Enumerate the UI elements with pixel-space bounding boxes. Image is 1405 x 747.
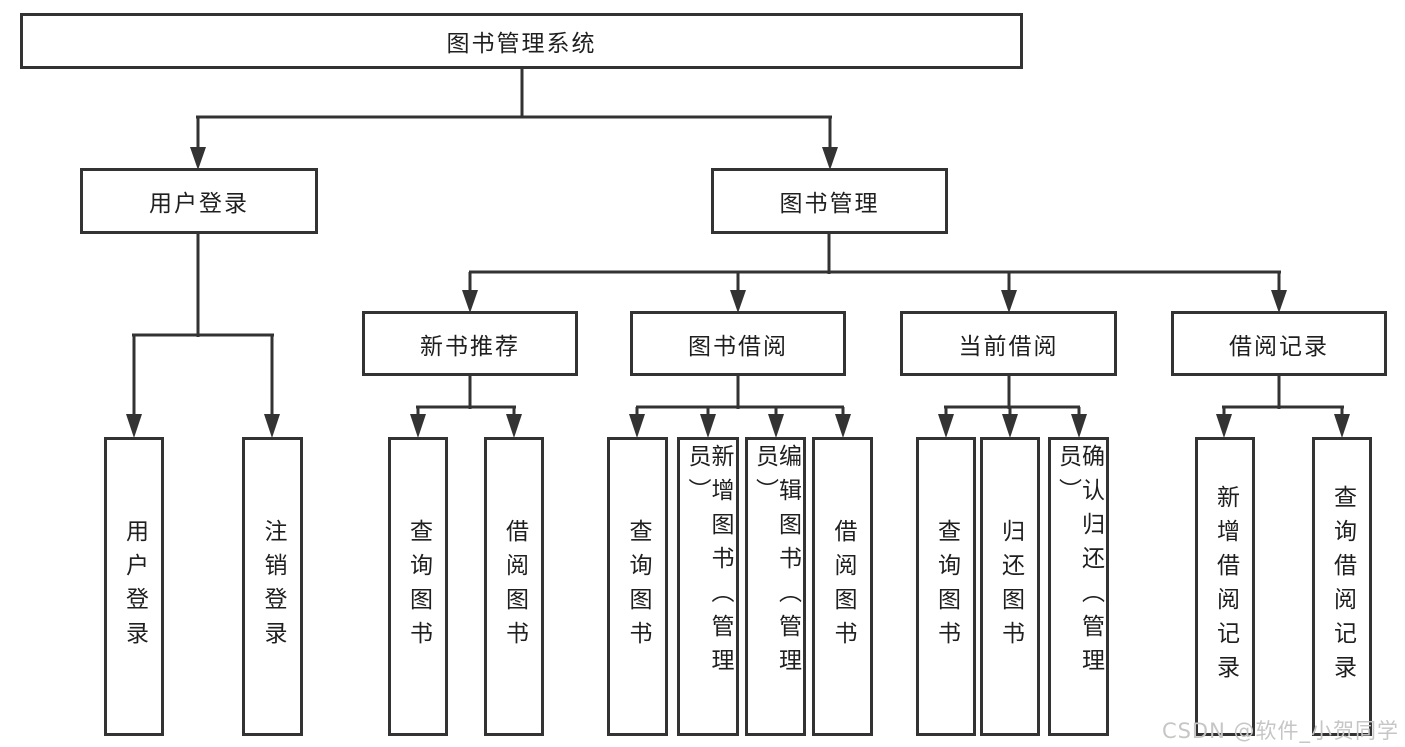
arrowhead-icon (1001, 290, 1017, 313)
node-leaf-borrowing-add-books-admin: 新增图书（管理员） (677, 437, 739, 736)
node-leaf-records-add-record: 新增借阅记录 (1195, 437, 1255, 736)
csdn-watermark: CSDN @软件_小贺同学 (1161, 719, 1399, 743)
node-root-system: 图书管理系统 (20, 13, 1023, 69)
arrowhead-icon (506, 414, 522, 438)
arrowhead-icon (1071, 414, 1087, 438)
node-leaf-recommend-borrow-books: 借阅图书 (484, 437, 544, 736)
arrowhead-icon (835, 414, 851, 438)
node-leaf-borrowing-query-books: 查询图书 (607, 437, 668, 736)
node-book-borrowing: 图书借阅 (630, 311, 846, 376)
node-leaf-records-query-record: 查询借阅记录 (1312, 437, 1372, 736)
node-leaf-logout: 注销登录 (242, 437, 303, 736)
arrowhead-icon (629, 414, 645, 438)
arrowhead-icon (410, 414, 426, 438)
arrowhead-icon (462, 290, 478, 313)
node-borrowing-records: 借阅记录 (1171, 311, 1387, 376)
arrowhead-icon (264, 414, 280, 438)
node-new-book-recommend: 新书推荐 (362, 311, 578, 376)
arrowhead-icon (1271, 290, 1287, 313)
arrowhead-icon (126, 414, 142, 438)
node-leaf-borrowing-edit-books-admin: 编辑图书（管理员） (745, 437, 806, 736)
node-leaf-current-query-books: 查询图书 (916, 437, 976, 736)
node-current-borrowing: 当前借阅 (900, 311, 1117, 376)
arrowhead-icon (822, 147, 838, 170)
node-leaf-recommend-query-books: 查询图书 (388, 437, 448, 736)
arrowhead-icon (700, 414, 716, 438)
arrowhead-icon (938, 414, 954, 438)
node-leaf-current-return-books: 归还图书 (980, 437, 1040, 736)
node-leaf-current-confirm-return-admin: 确认归还（管理员） (1048, 437, 1109, 736)
node-leaf-borrowing-borrow-books: 借阅图书 (812, 437, 873, 736)
arrowhead-icon (768, 414, 784, 438)
arrowhead-icon (1002, 414, 1018, 438)
node-book-management: 图书管理 (711, 168, 948, 234)
arrowhead-icon (190, 147, 206, 170)
arrowhead-icon (1216, 414, 1232, 438)
node-user-login-branch: 用户登录 (80, 168, 318, 234)
arrowhead-icon (1334, 414, 1350, 438)
node-leaf-user-login: 用户登录 (104, 437, 164, 736)
arrowhead-icon (730, 290, 746, 313)
